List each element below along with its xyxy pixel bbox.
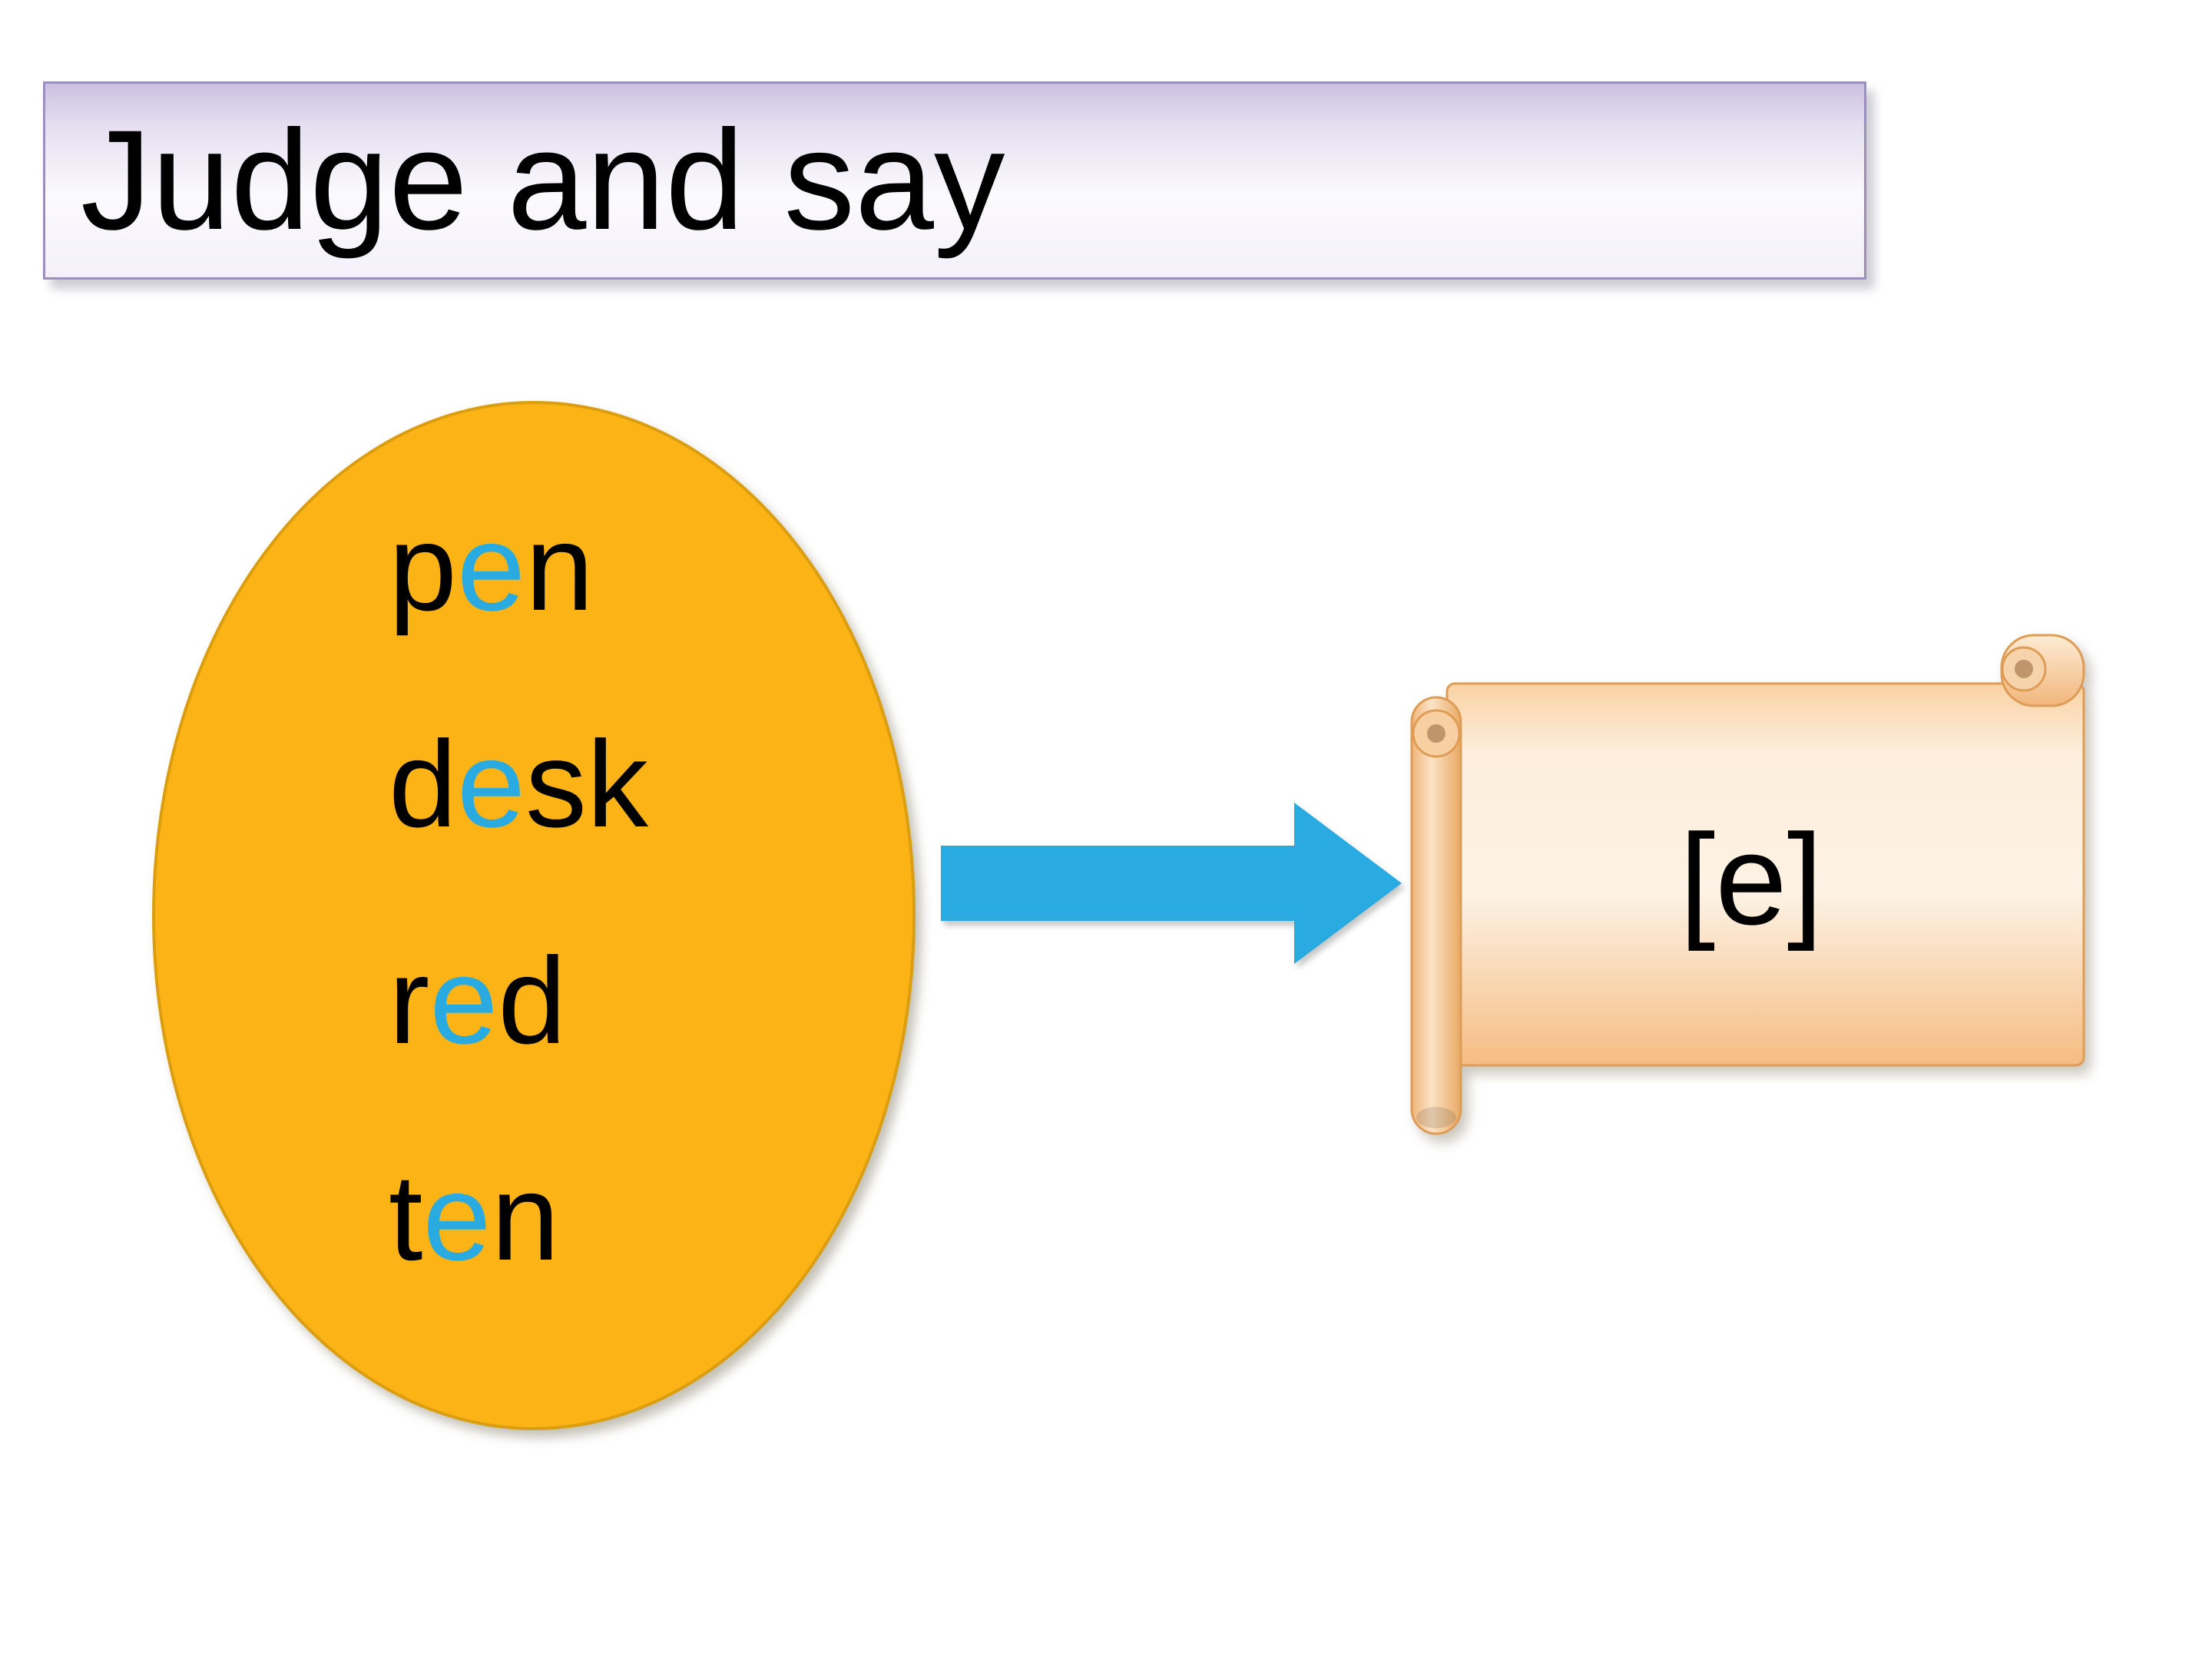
right-arrow-icon — [941, 803, 1402, 964]
word-item: red — [389, 892, 648, 1109]
word-part-after: n — [491, 1148, 560, 1286]
title-banner: Judge and say — [43, 81, 1866, 280]
word-item: ten — [389, 1109, 648, 1326]
word-part-after: d — [498, 932, 567, 1069]
word-part-before: d — [389, 715, 457, 853]
word-item: desk — [389, 676, 648, 892]
word-part-after: n — [525, 498, 594, 636]
scroll-left-roll — [1410, 696, 1462, 1135]
word-part-before: t — [389, 1148, 423, 1286]
scroll-shape — [1410, 634, 2085, 1135]
word-vowel: e — [456, 498, 525, 636]
scroll-top-curl — [2000, 634, 2085, 707]
word-part-after: sk — [525, 715, 648, 853]
word-vowel: e — [429, 932, 498, 1069]
word-vowel: e — [456, 715, 525, 853]
word-list: pen desk red ten — [389, 459, 648, 1326]
word-item: pen — [389, 459, 648, 676]
word-part-before: p — [389, 498, 457, 636]
word-part-before: r — [389, 932, 430, 1069]
phonetic-label: [e] — [1679, 807, 1823, 952]
arrow-shape — [941, 803, 1402, 964]
words-ellipse — [152, 401, 916, 1430]
slide-title: Judge and say — [81, 101, 1005, 260]
word-vowel: e — [422, 1148, 492, 1286]
